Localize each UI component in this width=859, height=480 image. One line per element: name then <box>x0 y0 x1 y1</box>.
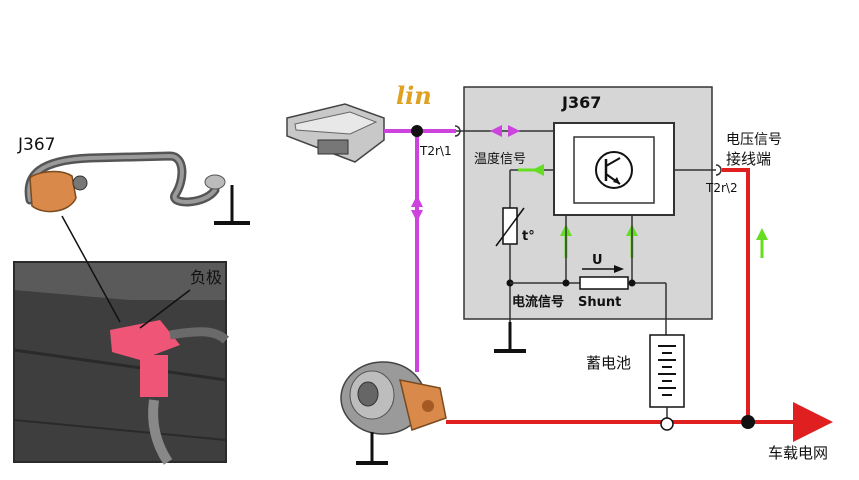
battery-label: 蓄电池 <box>586 354 631 372</box>
battery-symbol <box>649 334 685 418</box>
vehicle-network-label: 车载电网 <box>768 444 828 462</box>
ground-symbol-alternator <box>356 432 388 465</box>
transistor-icon <box>595 151 633 189</box>
alternator <box>340 361 447 435</box>
battery-photo <box>13 261 227 463</box>
voltage-signal-label-2: 接线端 <box>726 150 771 168</box>
negative-terminal-label: 负极 <box>190 268 222 287</box>
pin2-label: T2r\2 <box>705 181 738 195</box>
lin-logo: lin <box>396 81 432 110</box>
module-label: J367 <box>561 93 601 112</box>
ground-symbol-left <box>214 185 250 225</box>
voltage-signal-line <box>674 164 750 422</box>
leader-line-j367 <box>61 215 121 323</box>
shunt-resistor <box>510 265 667 335</box>
current-signal-label: 电流信号 <box>512 294 564 310</box>
lin-bus <box>384 125 554 372</box>
temperature-symbol: t° <box>522 229 535 244</box>
current-symbol: U <box>592 253 603 268</box>
left-module-label: J367 <box>17 135 55 155</box>
voltage-signal-label-1: 电压信号 <box>726 132 782 148</box>
control-unit <box>286 103 385 163</box>
battery-sensor-cable <box>24 151 226 213</box>
ground-symbol-module <box>494 322 526 353</box>
pin1-label: T2r\1 <box>419 144 452 158</box>
negative-terminal-cap <box>110 320 230 465</box>
vehicle-power-line <box>446 402 833 442</box>
shunt-label: Shunt <box>578 295 621 310</box>
processor-inner <box>573 136 655 204</box>
leader-line-negative <box>139 289 191 329</box>
temperature-signal-label: 温度信号 <box>474 151 526 167</box>
